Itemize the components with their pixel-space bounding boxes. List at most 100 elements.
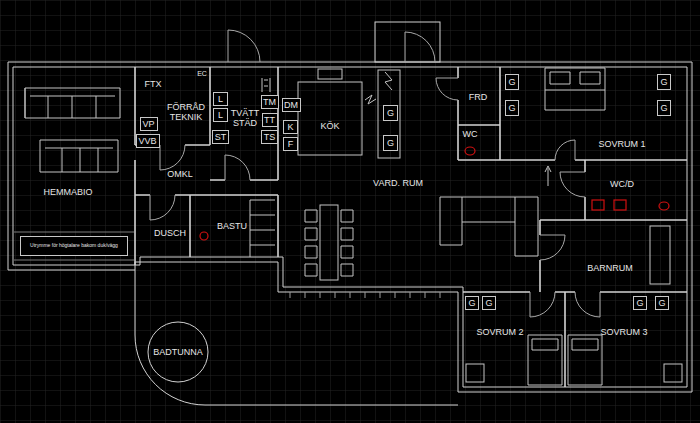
fixture-code: ST — [215, 133, 227, 142]
fixture-box: VP — [140, 117, 158, 131]
door-swing — [228, 30, 260, 62]
room-label: SOVRUM 1 — [598, 139, 645, 149]
desk — [664, 364, 682, 382]
washbasin — [592, 200, 604, 210]
door-swing — [160, 145, 185, 170]
fixture-box: G — [505, 74, 519, 90]
washbasin — [614, 200, 626, 210]
window-ticks — [290, 292, 440, 298]
walls — [8, 22, 692, 405]
fixture-code: G — [387, 109, 394, 118]
fixture-code: G — [660, 78, 667, 87]
bed — [568, 335, 602, 385]
fixture-code: VP — [142, 120, 154, 129]
chairs — [305, 210, 353, 276]
screen-box: Utrymme för högtalare bakom duk/vägg — [20, 236, 128, 256]
door-swing — [540, 235, 565, 260]
fixture-code: K — [287, 123, 293, 132]
door-swing — [530, 292, 555, 317]
door-swing — [560, 172, 585, 197]
room-label: BADTUNNA — [153, 347, 203, 357]
toilet — [465, 147, 475, 155]
room-label: EC — [197, 70, 207, 78]
fixture-box: G — [383, 105, 398, 121]
kitchen-island — [298, 82, 362, 155]
fixture-code: G — [387, 139, 394, 148]
door-swing — [436, 78, 458, 100]
room-label: SOVRUM 3 — [600, 327, 647, 337]
fixture-code: TS — [264, 133, 276, 142]
sauna-bench — [250, 200, 275, 257]
desk — [466, 364, 484, 382]
door-swing — [150, 195, 175, 220]
entrance-porch — [375, 22, 440, 62]
fixture-box: G — [505, 100, 519, 116]
door-swing — [225, 155, 250, 180]
fixture-box: DM — [282, 98, 301, 112]
fixture-box: G — [655, 296, 669, 310]
fixture-box: L — [213, 92, 228, 106]
door-swing — [575, 292, 600, 317]
room-label: VARD. RUM — [373, 178, 423, 188]
room-label: FTX — [145, 79, 162, 89]
interior-walls-east — [458, 67, 687, 387]
fixture-code: G — [468, 299, 475, 308]
shelf — [262, 78, 270, 92]
inner-wall — [13, 67, 687, 387]
fixture-box: L — [213, 108, 228, 122]
fixture-box: ST — [212, 130, 229, 144]
fixture-code: F — [288, 140, 294, 149]
sanitary-fixtures — [200, 147, 669, 240]
fixture-code: L — [218, 95, 223, 104]
sofa — [25, 88, 120, 118]
fixture-box: VVB — [136, 134, 160, 148]
fixture-box: G — [657, 74, 671, 90]
room-label: HEMMABIO — [43, 187, 92, 197]
fixture-box: F — [283, 137, 298, 151]
fixture-box: G — [657, 100, 671, 116]
fixture-code: TM — [263, 98, 276, 107]
fixture-code: L — [218, 111, 223, 120]
room-label: BASTU — [217, 221, 247, 231]
fixture-box: G — [633, 296, 647, 310]
fixture-code: G — [636, 299, 643, 308]
fixture-box: K — [283, 120, 298, 134]
kitchen-sink — [318, 69, 342, 79]
sofa — [40, 140, 118, 172]
fixture-box: TM — [261, 95, 279, 109]
corner-sofa — [440, 197, 538, 256]
room-label: BARNRUM — [587, 263, 633, 273]
furniture — [14, 68, 682, 385]
door-swing — [555, 140, 575, 160]
fixture-box: G — [482, 296, 496, 310]
room-label: KÖK — [320, 121, 339, 131]
outer-wall — [8, 62, 692, 392]
hall-arrow — [545, 166, 551, 186]
toilet — [659, 202, 669, 210]
hot-tub — [148, 322, 208, 382]
fixture-code: DM — [284, 101, 298, 110]
screen-wall — [14, 232, 134, 260]
fixture-code: G — [660, 104, 667, 113]
room-label: WC — [463, 129, 478, 139]
doors — [150, 30, 600, 317]
kitchen-counter — [378, 70, 400, 158]
fixture-code: G — [508, 104, 515, 113]
ventilation-symbol — [365, 72, 392, 104]
fixture-box: TT — [262, 113, 278, 127]
dining-table — [320, 205, 338, 280]
fixture-box: TS — [261, 130, 278, 144]
room-label: WC/D — [610, 179, 634, 189]
fixture-code: G — [658, 299, 665, 308]
fixture-box: G — [465, 296, 479, 310]
fixture-box: G — [383, 135, 398, 151]
room-label: FRD — [469, 92, 488, 102]
interior-walls-west — [135, 67, 278, 265]
room-label: FÖRRÅD TEKNIK — [163, 102, 209, 123]
wardrobe — [650, 226, 670, 284]
shower-drain — [200, 232, 208, 240]
room-label: TVÄTT STÄD — [229, 108, 261, 129]
